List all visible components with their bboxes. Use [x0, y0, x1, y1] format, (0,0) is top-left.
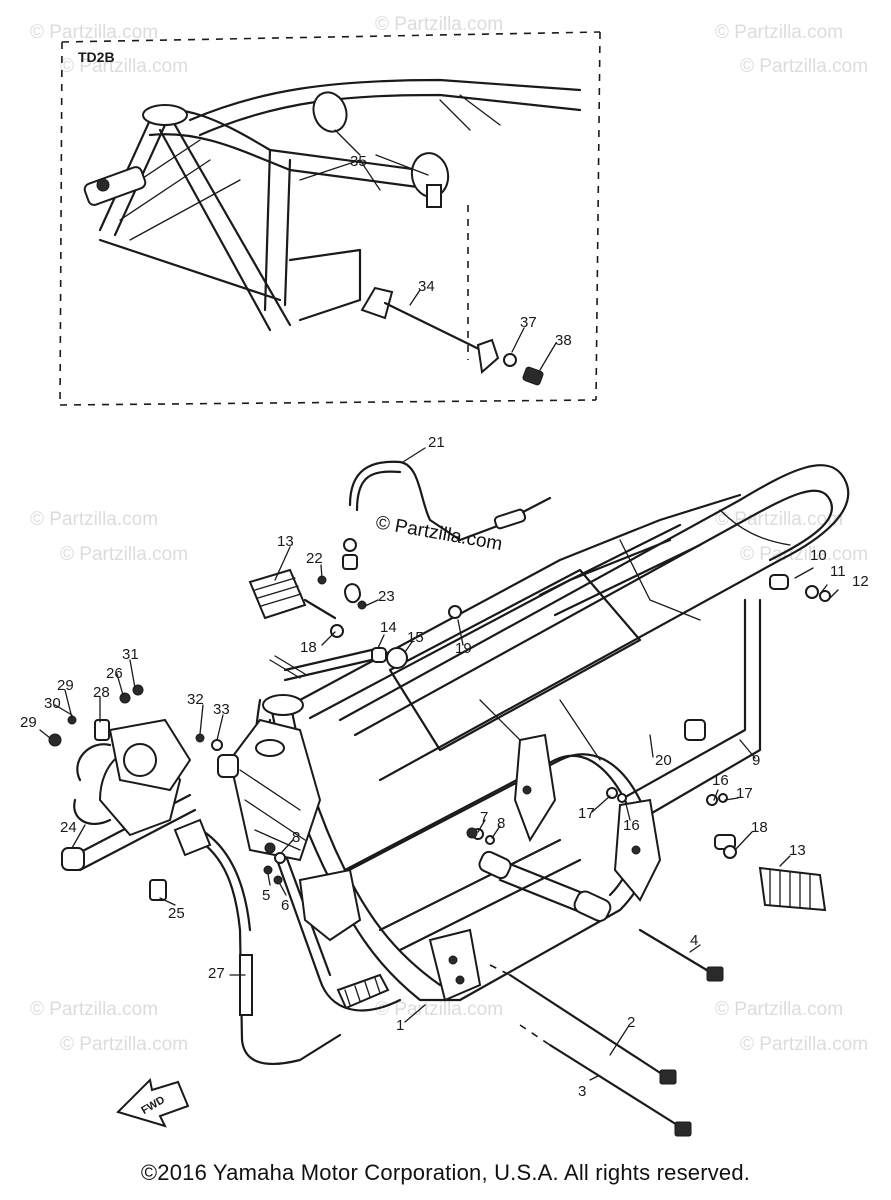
callout-31: 31 [122, 646, 139, 663]
callout-34: 34 [418, 278, 435, 295]
callout-38: 38 [555, 332, 572, 349]
callout-29-lower: 29 [20, 714, 37, 731]
callout-24: 24 [60, 819, 77, 836]
callout-35: 35 [350, 153, 367, 170]
part-35-clamp [312, 91, 450, 208]
callout-3: 3 [578, 1083, 586, 1100]
callout-17-rear: 17 [736, 785, 753, 802]
inset-td2b: TD2B [59, 31, 601, 406]
callout-13-right: 13 [789, 842, 806, 859]
watermark: © Partzilla.com [740, 56, 868, 77]
main-frame [228, 464, 850, 1012]
callout-4: 4 [690, 932, 698, 949]
fwd-arrow: FWD [116, 1077, 190, 1128]
callout-12: 12 [852, 573, 869, 590]
callout-29-upper: 29 [57, 677, 74, 694]
front-subassembly [48, 684, 285, 901]
callout-21: 21 [428, 434, 445, 451]
callout-30: 30 [44, 695, 61, 712]
watermark-layer: © Partzilla.com © Partzilla.com © Partzi… [30, 14, 868, 1055]
watermark: © Partzilla.com [60, 1034, 188, 1055]
center-watermark: © Partzilla.com [374, 512, 504, 555]
watermark: © Partzilla.com [715, 22, 843, 43]
callout-18-right: 18 [751, 819, 768, 836]
callout-28: 28 [93, 684, 110, 701]
watermark: © Partzilla.com [740, 1034, 868, 1055]
callout-14: 14 [380, 619, 397, 636]
watermark: © Partzilla.com [30, 999, 158, 1020]
cables-and-rods [173, 460, 831, 1137]
watermark: © Partzilla.com [375, 14, 503, 35]
callout-6: 6 [281, 897, 289, 914]
callout-10: 10 [810, 547, 827, 564]
callout-37: 37 [520, 314, 537, 331]
watermark: © Partzilla.com [30, 509, 158, 530]
callout-2: 2 [627, 1014, 635, 1031]
callout-9: 9 [752, 752, 760, 769]
watermark: © Partzilla.com [715, 999, 843, 1020]
inset-label: TD2B [78, 49, 115, 65]
copyright-notice: ©2016 Yamaha Motor Corporation, U.S.A. A… [140, 1160, 751, 1185]
callout-8-front: 8 [292, 829, 300, 846]
callout-7: 7 [480, 809, 488, 826]
callout-17-mid: 17 [578, 805, 595, 822]
callout-13-left: 13 [277, 533, 294, 550]
callout-22: 22 [306, 550, 323, 567]
callout-19: 19 [455, 640, 472, 657]
callout-15: 15 [407, 629, 424, 646]
callout-26: 26 [106, 665, 123, 682]
callout-33: 33 [213, 701, 230, 718]
callout-5: 5 [262, 887, 270, 904]
callout-20: 20 [655, 752, 672, 769]
callout-32: 32 [187, 691, 204, 708]
callout-18-left: 18 [300, 639, 317, 656]
callout-25: 25 [168, 905, 185, 922]
callouts-main: 1 2 3 4 5 6 7 8 8 9 10 11 12 13 13 14 15… [20, 434, 869, 1100]
watermark: © Partzilla.com [60, 56, 188, 77]
watermark: © Partzilla.com [30, 22, 158, 43]
watermark: © Partzilla.com [715, 509, 843, 530]
leader-lines [39, 447, 839, 1081]
callout-27: 27 [208, 965, 225, 982]
watermark: © Partzilla.com [60, 544, 188, 565]
callout-11: 11 [830, 563, 846, 580]
callout-1: 1 [396, 1017, 404, 1034]
callout-23: 23 [378, 588, 395, 605]
watermark: © Partzilla.com [375, 999, 503, 1020]
callout-16-rear: 16 [712, 772, 729, 789]
callout-16-mid: 16 [623, 817, 640, 834]
callout-8-mid: 8 [497, 815, 505, 832]
